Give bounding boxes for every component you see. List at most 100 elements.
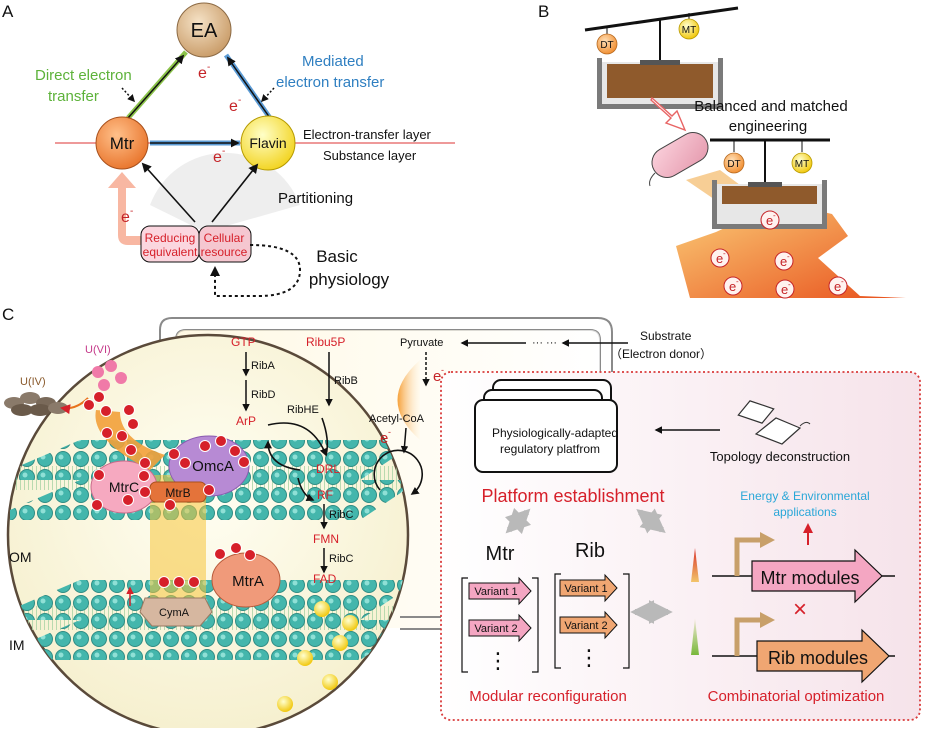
topology-label: Topology deconstruction [710,449,850,464]
substance-block-top [607,64,713,98]
resource-to-flavin-arrow [211,163,259,223]
expression-triangle-red [691,548,699,582]
electron-dots-c [83,391,256,588]
reducing-to-mtr-arrow [108,172,148,245]
direct-transfer-label-2: transfer [48,88,99,105]
mt-label-bottom: MT [795,159,809,170]
container-bottom-left-wall [712,180,717,226]
mtr-promoter [734,537,762,576]
partitioning-label: Partitioning [278,190,353,207]
svg-text:-: - [723,249,726,258]
svg-text:-: - [238,95,241,106]
pyruvate-glow [397,360,420,440]
mediated-dotted-arrow [260,87,275,103]
plate-top [640,60,680,65]
omca-label: OmcA [192,458,234,475]
svg-text:e: e [229,98,238,115]
mtr-node [95,116,149,170]
svg-text:-: - [222,146,225,157]
dt-ball-bottom [723,152,745,174]
basic-label-1: Basic [316,247,358,266]
svg-text:-: - [773,211,776,220]
ribhe-label: RibHE [287,404,319,416]
substance-block-bottom [722,186,817,204]
mtr-label: Mtr [110,134,135,153]
layer-top-label: Electron-transfer layer [303,127,432,142]
mt-label-top: MT [682,25,696,36]
fmn-label: FMN [313,532,339,546]
container-top-left-wall [597,58,602,106]
electron-b6: e- [828,276,848,296]
rib-title: Rib [575,540,605,562]
drl-label: DRL [316,462,340,476]
mt-ball-bottom [791,152,813,174]
gtp-label: GTP [231,335,256,349]
mtrb-label: MtrB [165,486,190,500]
svg-text:e: e [121,209,130,226]
mtr-modules-arrow [751,548,883,604]
acetylcoa-label: Acetyl-CoA [369,413,425,425]
ea-node [176,2,232,58]
substrate-label-2: （Electron donor） [610,347,712,361]
electron-label-a2: e - [229,95,241,115]
panel-c-letter: C [2,305,14,324]
direct-dotted-arrow [121,87,136,103]
drl-to-rf-curve [297,477,315,501]
magnified-view [6,333,410,733]
platform-establishment-label: Platform establishment [481,486,664,506]
mtr-bracket-left [461,577,468,673]
svg-text:-: - [736,277,739,286]
svg-text:e: e [834,279,841,294]
rf-label: RF [317,488,333,502]
cyma-protein [139,597,213,627]
mtr-bracket-right [532,577,539,673]
substrate-dots: ··· ··· [532,337,557,349]
svg-text:-: - [207,62,210,73]
rib-variant-1-label: Variant 1 [564,583,607,595]
mtr-variant-dots: ⋮ [487,648,509,673]
partitioning-fan [150,152,300,232]
svg-text:-: - [130,206,133,217]
platform-label-2: regulatory platfrom [500,442,600,456]
platform-box-front [474,399,618,473]
container-bottom-right-wall [822,180,827,226]
bacterium-cell-b [649,132,709,187]
resource-to-mtr-arrow [141,162,196,223]
platform-label-1: Physiologically-adapted [492,426,618,440]
svg-text:e: e [213,149,222,166]
ribc-label-1: RibC [329,509,354,521]
rib-promoter-head [760,612,775,628]
ribhe-curve-2 [321,417,329,456]
uiv-precipitate [4,392,68,416]
panel-b-letter: B [538,2,549,21]
svg-text:e: e [780,254,787,269]
svg-text:-: - [841,277,844,286]
uvi-particles [92,360,127,391]
rib-modules-arrow [756,628,890,684]
uvi-label: U(VI) [85,344,111,356]
cellular-resource-box [198,225,252,263]
mtr-variant-2-label: Variant 2 [474,623,517,635]
rib-bracket-left [554,573,561,669]
electron-label-c-pyr: e - [433,365,444,385]
rib-variant-dots: ⋮ [578,645,600,670]
cyma-label: CymA [159,607,190,619]
svg-text:-: - [388,427,391,437]
cross-mark: × [793,596,807,623]
electron-b5: e- [775,279,795,299]
rib-modules-label: Rib modules [768,648,868,668]
svg-text:e: e [766,213,773,228]
mediated-transfer-label-2: electron transfer [276,74,384,91]
mediated-transfer-label-1: Mediated [302,53,364,70]
svg-text:-: - [787,252,790,261]
mtr-title: Mtr [486,543,515,565]
mediated-transfer-edge-core [226,56,271,119]
electron-b4: e- [723,276,743,296]
mtr-modules-label: Mtr modules [760,568,859,588]
substrate-label-1: Substrate [640,329,692,343]
platform-to-mtr-gray [504,507,532,535]
svg-text:e: e [380,430,388,447]
dt-label-top: DT [600,40,613,51]
om-label: OM [9,549,32,565]
